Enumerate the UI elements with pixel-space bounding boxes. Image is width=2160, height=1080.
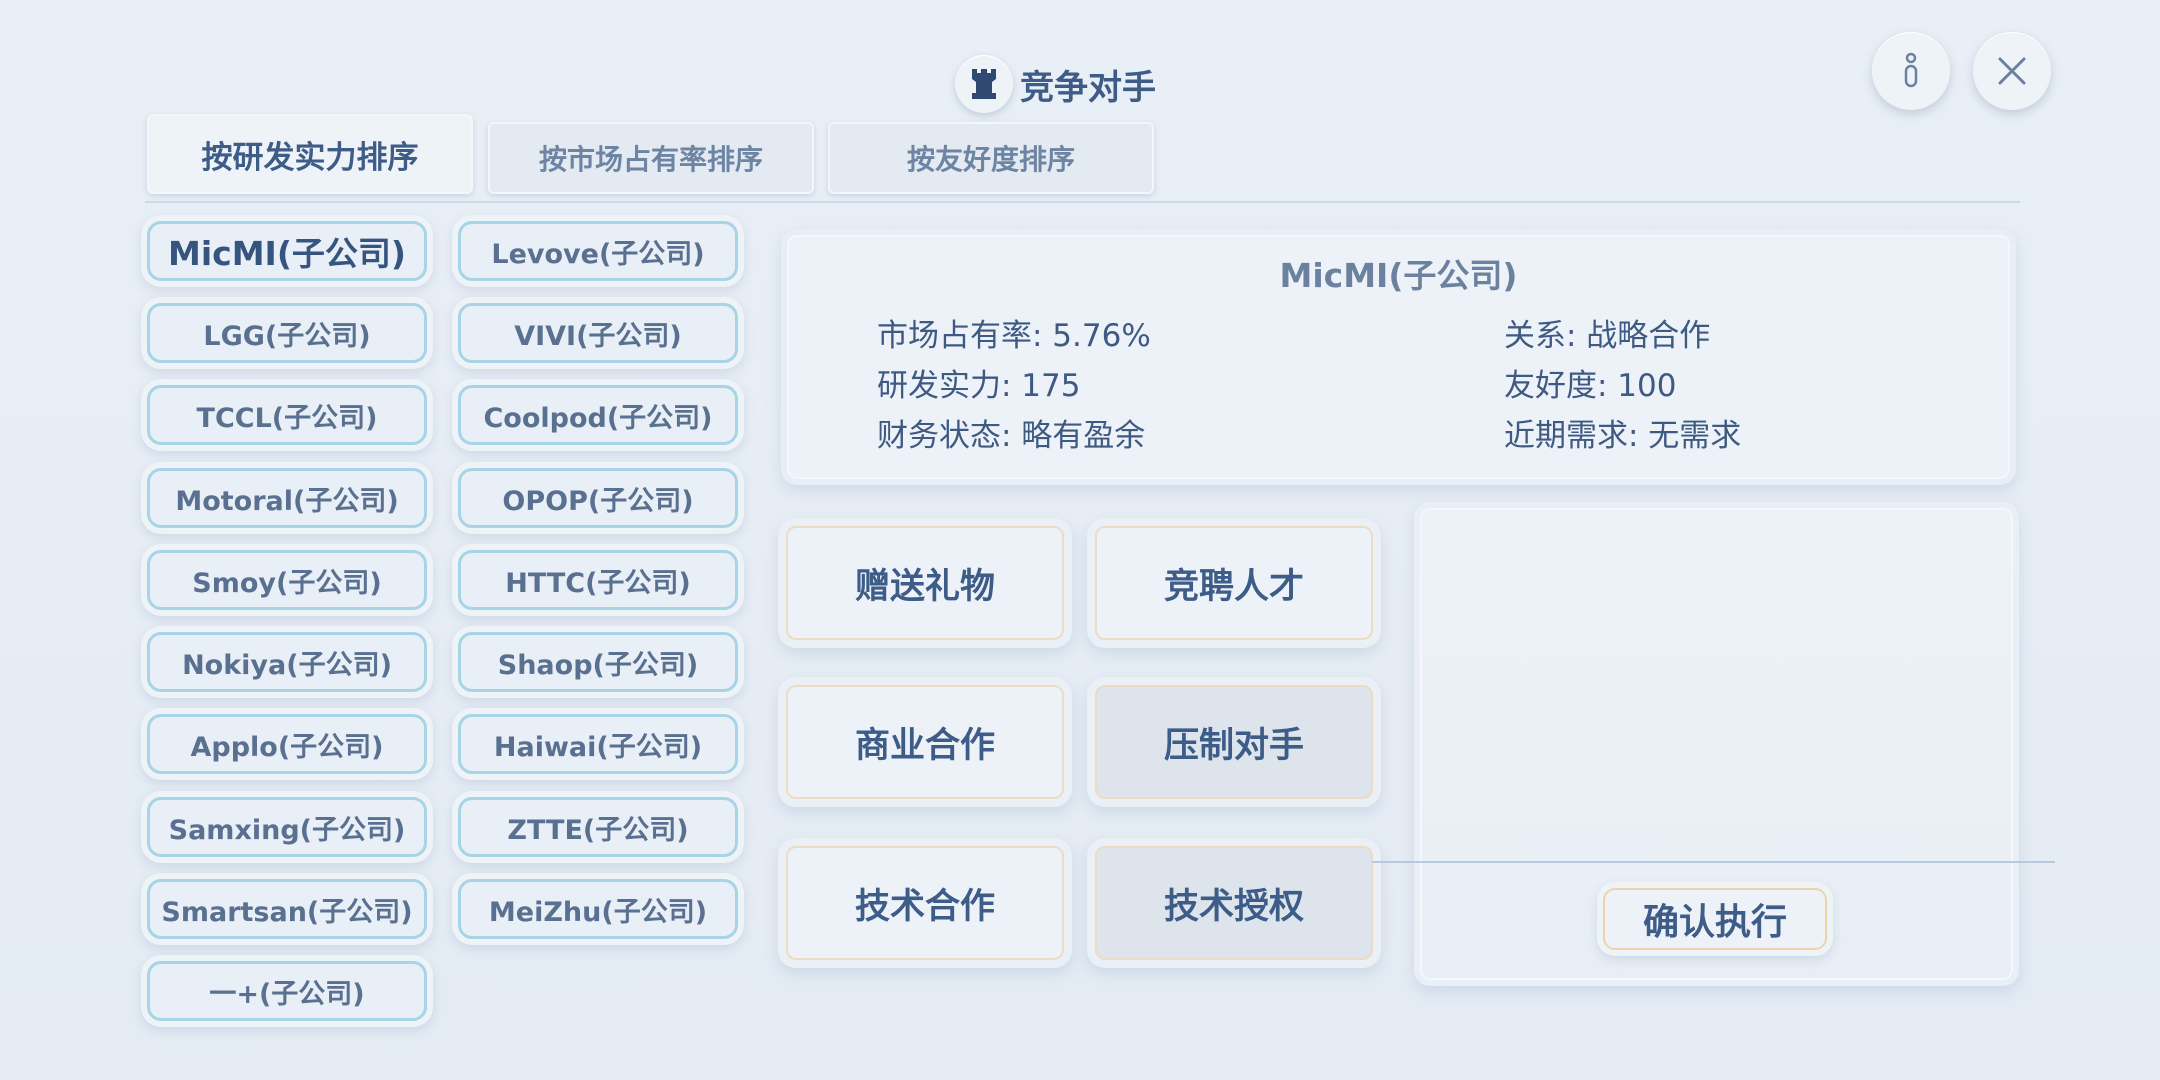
stat-demand: 近期需求: 无需求 [1504,418,1742,454]
company-micmi[interactable]: MicMI(子公司) [147,221,427,281]
tab-friendliness[interactable]: 按友好度排序 [828,122,1154,194]
company-motoral[interactable]: Motoral(子公司) [147,468,427,528]
info-icon [1904,52,1918,88]
company-httc[interactable]: HTTC(子公司) [458,550,738,610]
company-smoy[interactable]: Smoy(子公司) [147,550,427,610]
stat-rd-strength: 研发实力: 175 [877,368,1081,404]
company-coolpod[interactable]: Coolpod(子公司) [458,385,738,445]
divider-line [1372,861,2055,863]
tech-license-button[interactable]: 技术授权 [1095,846,1373,960]
company-info-panel: MicMI(子公司) 市场占有率: 5.76% 研发实力: 175 财务状态: … [787,235,2010,479]
company-vivi[interactable]: VIVI(子公司) [458,303,738,363]
page-title: 竞争对手 [1020,68,1156,108]
tab-rd-strength[interactable]: 按研发实力排序 [147,114,473,194]
confirm-button[interactable]: 确认执行 [1603,888,1827,950]
suppress-rival-button[interactable]: 压制对手 [1095,685,1373,799]
company-ztte[interactable]: ZTTE(子公司) [458,797,738,857]
company-opop[interactable]: OPOP(子公司) [458,468,738,528]
info-button[interactable] [1872,32,1950,110]
business-cooperation-button[interactable]: 商业合作 [786,685,1064,799]
company-shaop[interactable]: Shaop(子公司) [458,632,738,692]
company-oneplus[interactable]: 一+(子公司) [147,961,427,1021]
company-nokiya[interactable]: Nokiya(子公司) [147,632,427,692]
stat-finance: 财务状态: 略有盈余 [877,418,1146,454]
company-meizhu[interactable]: MeiZhu(子公司) [458,879,738,939]
company-smartsan[interactable]: Smartsan(子公司) [147,879,427,939]
tech-cooperation-button[interactable]: 技术合作 [786,846,1064,960]
company-tccl[interactable]: TCCL(子公司) [147,385,427,445]
stat-relation: 关系: 战略合作 [1504,318,1711,354]
stat-friendliness: 友好度: 100 [1504,368,1677,404]
send-gift-button[interactable]: 赠送礼物 [786,526,1064,640]
company-lgg[interactable]: LGG(子公司) [147,303,427,363]
tab-divider [145,201,2020,203]
stat-market-share: 市场占有率: 5.76% [877,318,1151,354]
rook-icon [955,55,1013,113]
close-button[interactable] [1973,32,2051,110]
recruit-talent-button[interactable]: 竞聘人才 [1095,526,1373,640]
company-haiwai[interactable]: Haiwai(子公司) [458,714,738,774]
close-icon [1998,57,2026,85]
company-levove[interactable]: Levove(子公司) [458,221,738,281]
tab-market-share[interactable]: 按市场占有率排序 [488,122,814,194]
company-samxing[interactable]: Samxing(子公司) [147,797,427,857]
company-applo[interactable]: Applo(子公司) [147,714,427,774]
info-company-name: MicMI(子公司) [1279,256,1518,295]
